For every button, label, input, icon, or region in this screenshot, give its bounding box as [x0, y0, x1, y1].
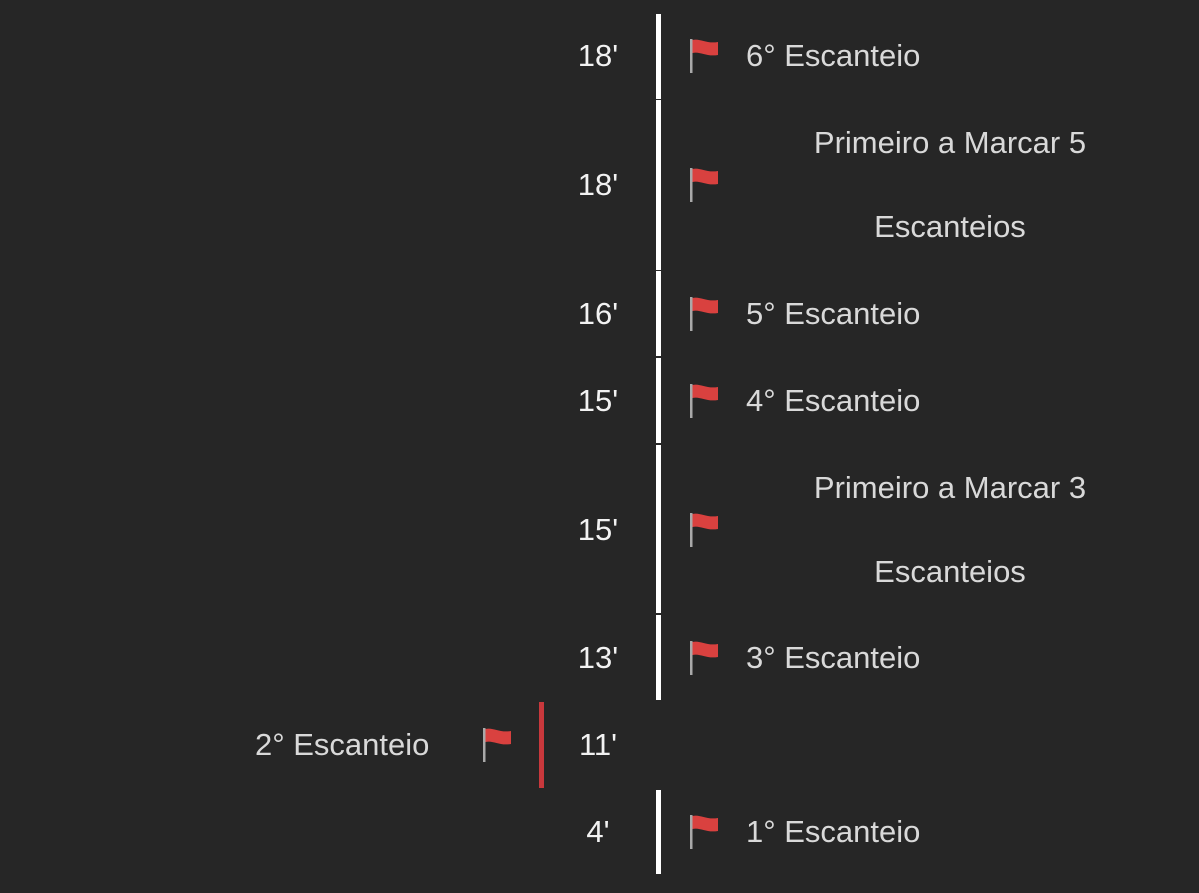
- home-team-bar: [656, 615, 661, 700]
- timeline-event: 2° Escanteio 11': [0, 702, 1199, 788]
- home-team-bar: [656, 445, 661, 613]
- event-label: Primeiro a Marcar 3 Escanteios: [813, 470, 1087, 589]
- event-minute: 13': [577, 639, 619, 675]
- event-minute: 18': [577, 167, 619, 202]
- corner-flag-icon: [688, 511, 720, 549]
- event-label: 6° Escanteio: [746, 37, 921, 73]
- corner-flag-icon: [688, 295, 720, 333]
- event-label: 2° Escanteio: [255, 727, 430, 762]
- timeline-event: 16' 5° Escanteio: [0, 271, 1199, 356]
- home-team-bar: [656, 358, 661, 443]
- corner-flag-icon: [688, 813, 720, 851]
- timeline-event: 18' 6° Escanteio: [0, 12, 1199, 99]
- event-minute: 18': [577, 37, 619, 73]
- event-label: Primeiro a Marcar 5 Escanteios: [813, 125, 1087, 244]
- home-team-bar: [656, 271, 661, 356]
- corner-flag-icon: [688, 382, 720, 420]
- event-minute: 15': [577, 382, 619, 418]
- event-label: 4° Escanteio: [746, 382, 921, 418]
- event-minute: 16': [577, 295, 619, 331]
- away-team-bar: [539, 702, 544, 788]
- home-team-bar: [656, 790, 661, 874]
- event-label: 1° Escanteio: [746, 814, 921, 849]
- home-team-bar: [656, 14, 661, 99]
- corner-flag-icon: [688, 639, 720, 677]
- timeline-event: 4' 1° Escanteio: [0, 790, 1199, 874]
- event-minute: 15': [577, 512, 619, 547]
- event-label: 3° Escanteio: [746, 639, 921, 675]
- timeline-event: 15' 4° Escanteio: [0, 358, 1199, 443]
- timeline-event: 15' Primeiro a Marcar 3 Escanteios: [0, 445, 1199, 615]
- event-label: 5° Escanteio: [746, 295, 921, 331]
- corner-flag-icon: [481, 726, 513, 764]
- timeline-event: 13' 3° Escanteio: [0, 615, 1199, 700]
- event-minute: 11': [578, 727, 618, 762]
- timeline-event: 18' Primeiro a Marcar 5 Escanteios: [0, 100, 1199, 270]
- corner-flag-icon: [688, 166, 720, 204]
- corner-flag-icon: [688, 37, 720, 75]
- home-team-bar: [656, 100, 661, 270]
- event-minute: 4': [586, 814, 610, 849]
